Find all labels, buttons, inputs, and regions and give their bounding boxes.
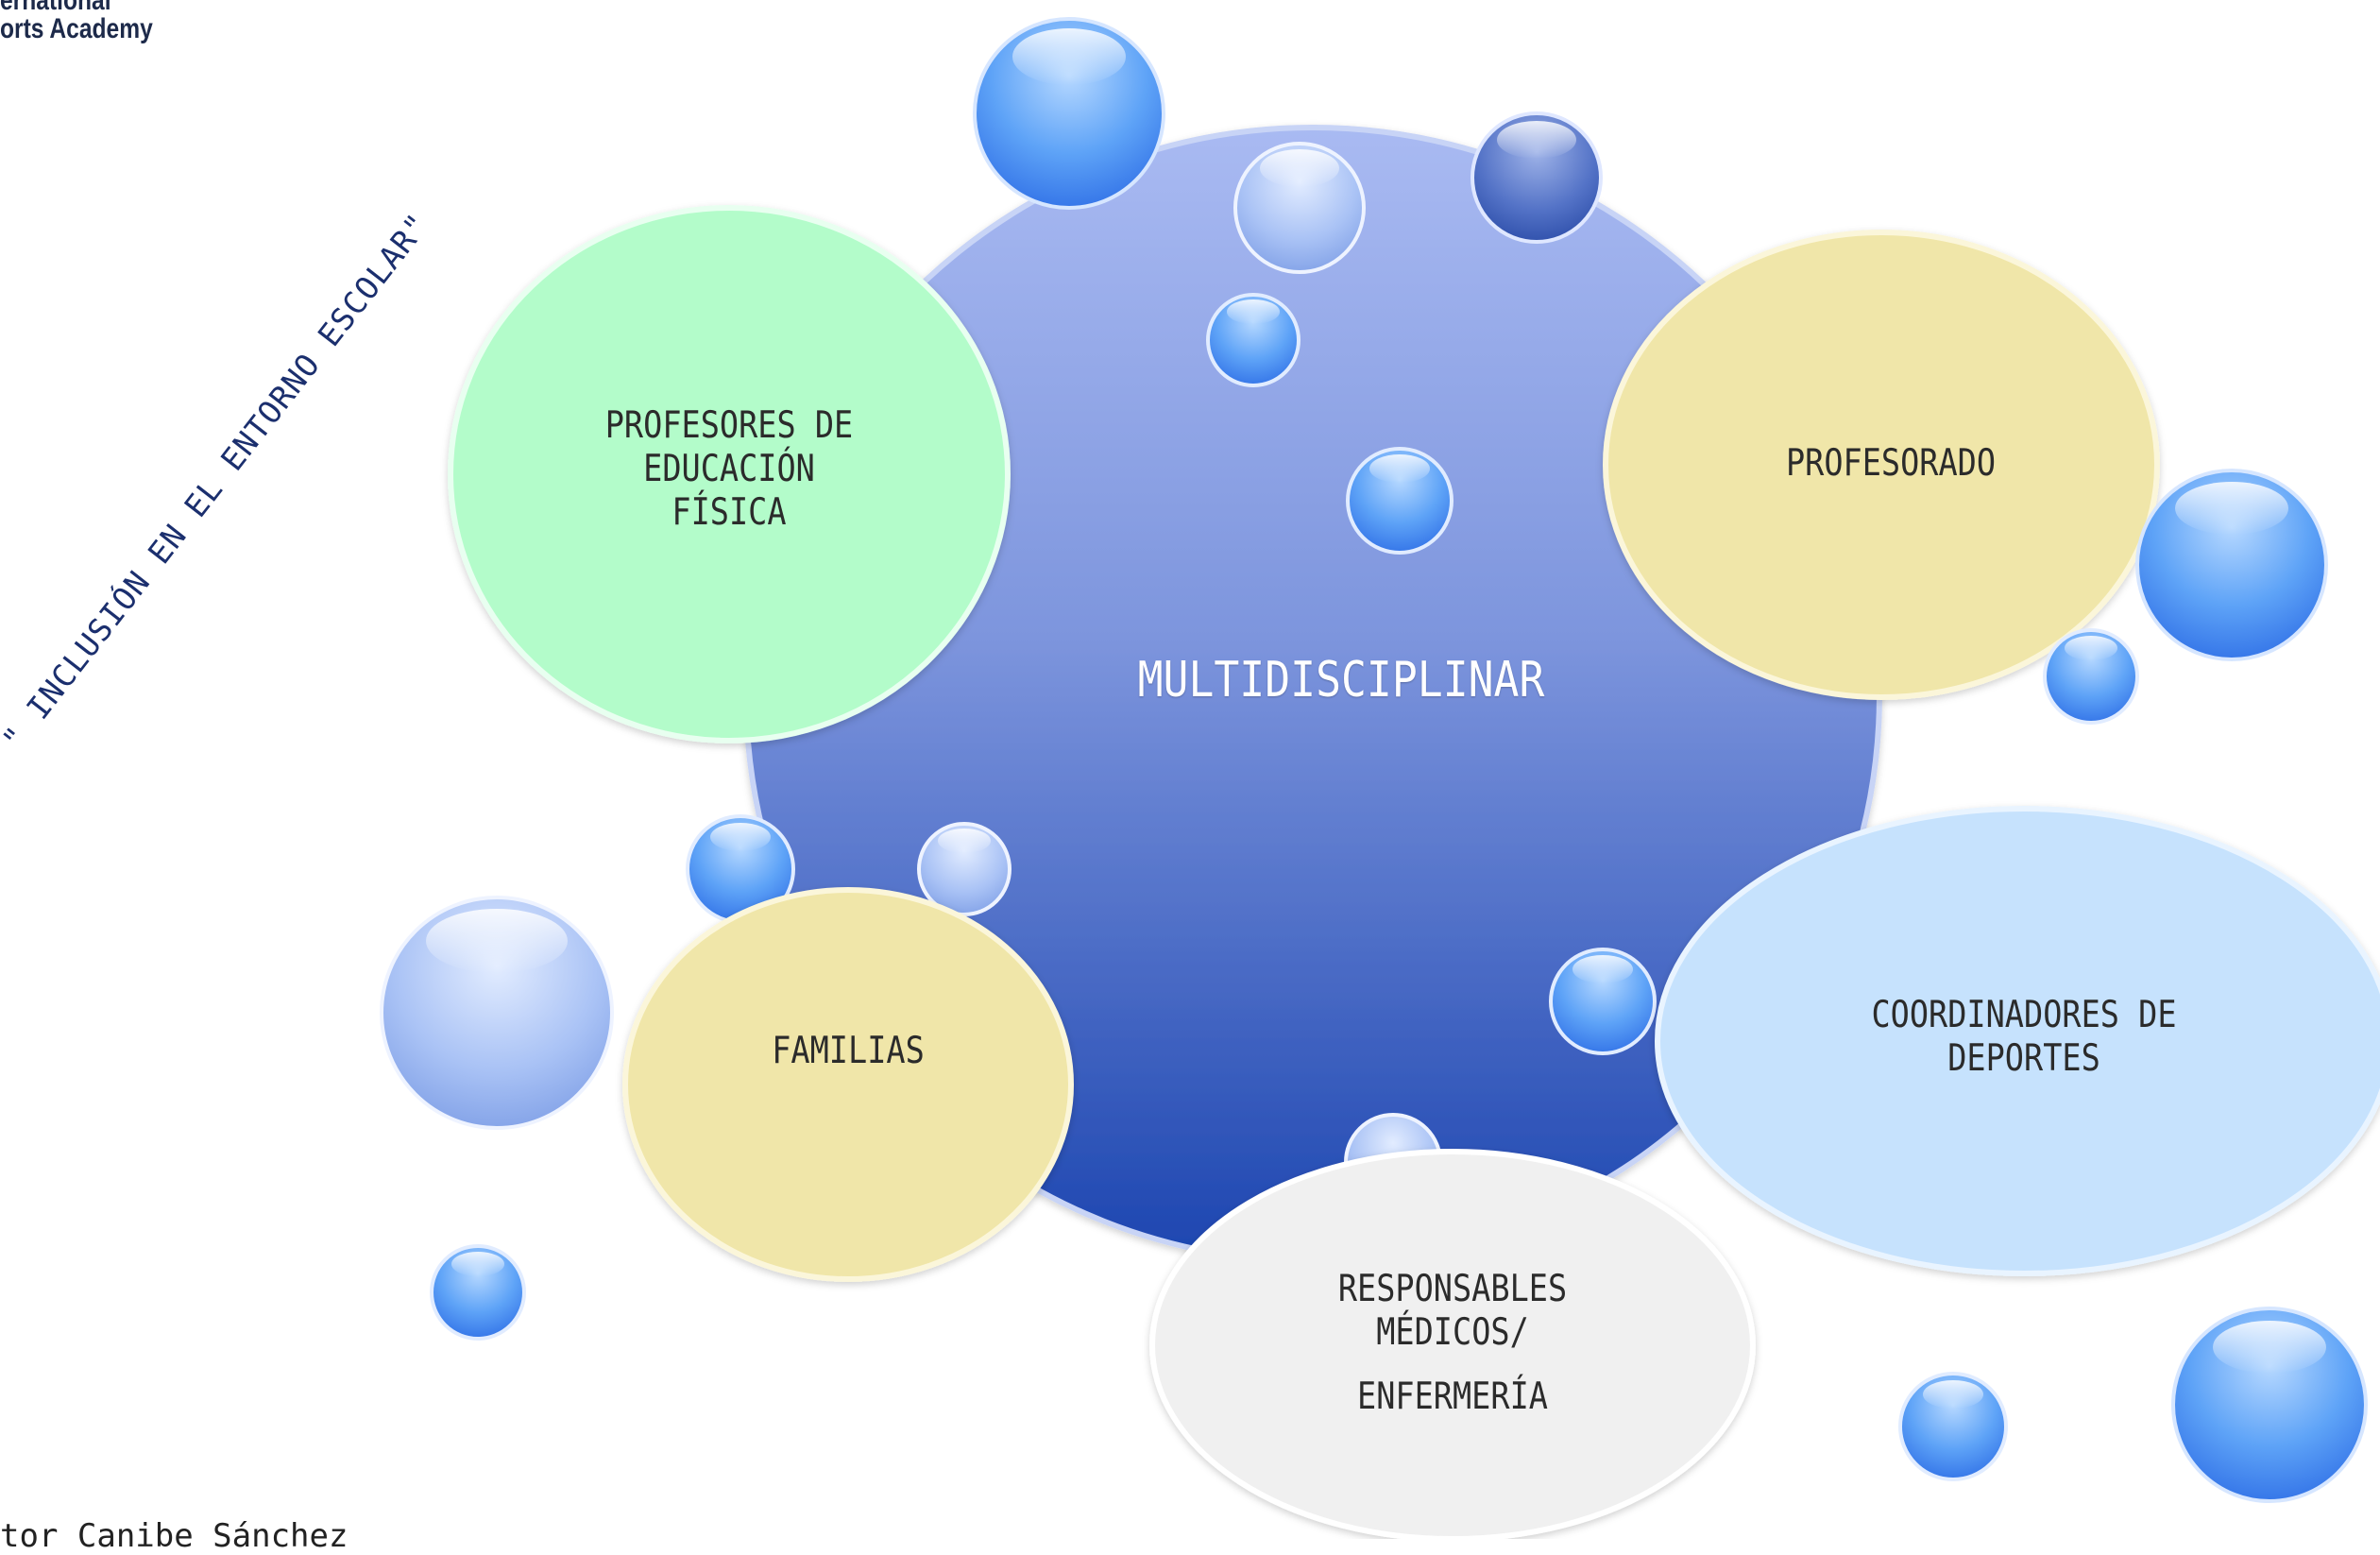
bubble-pale-top <box>1233 142 1366 274</box>
bubble-right-small <box>2043 628 2139 725</box>
node-profesorado-label: PROFESORADO <box>1728 442 2053 486</box>
node-line: PROFESORADO <box>1785 442 1997 485</box>
bubble-small-2 <box>1346 447 1454 555</box>
node-responsables-label: RESPONSABLES MÉDICOS/ ENFERMERÍA <box>1290 1268 1615 1419</box>
academy-logo: ernational orts Academy <box>0 0 153 43</box>
node-coordinadores-label: COORDINADORES DE DEPORTES <box>1821 994 2227 1081</box>
bubble-bottom-right-small <box>1898 1372 2008 1481</box>
node-line: MÉDICOS/ <box>1376 1311 1529 1354</box>
bubble-bottom-right-large <box>2171 1307 2368 1503</box>
node-profesores-ef-label: PROFESORES DE EDUCACIÓN FÍSICA <box>567 404 892 535</box>
node-line: DEPORTES <box>1947 1037 2100 1080</box>
bubble-small-1 <box>1206 293 1300 387</box>
node-line: PROFESORES DE <box>604 404 854 447</box>
center-label: MULTIDISCIPLINAR <box>1137 652 1545 709</box>
node-coordinadores-shape <box>1655 806 2380 1276</box>
bubble-left-bottom <box>430 1244 526 1341</box>
node-line: FAMILIAS <box>772 1030 925 1072</box>
author-credit: tor Canibe Sánchez <box>0 1517 348 1555</box>
node-familias-shape <box>622 887 1074 1282</box>
bubble-left-2 <box>917 822 1012 916</box>
bubble-right-large <box>2135 469 2328 661</box>
node-profesorado-shape <box>1603 230 2160 700</box>
bubble-left-large <box>380 896 614 1130</box>
bubble-dark-top <box>1470 111 1603 244</box>
bubble-top-center <box>973 17 1165 210</box>
node-familias-label: FAMILIAS <box>686 1030 1011 1073</box>
bubble-left-1 <box>686 814 795 924</box>
bubble-center-right <box>1549 948 1657 1055</box>
node-line: COORDINADORES DE <box>1871 994 2177 1036</box>
logo-line-1: ernational <box>0 0 111 16</box>
node-line: RESPONSABLES <box>1337 1268 1568 1310</box>
node-profesores-ef-shape <box>448 205 1011 743</box>
node-line: ENFERMERÍA <box>1357 1376 1548 1418</box>
node-line: EDUCACIÓN <box>643 448 815 490</box>
logo-line-2: orts Academy <box>0 13 153 44</box>
node-line: FÍSICA <box>672 491 787 534</box>
